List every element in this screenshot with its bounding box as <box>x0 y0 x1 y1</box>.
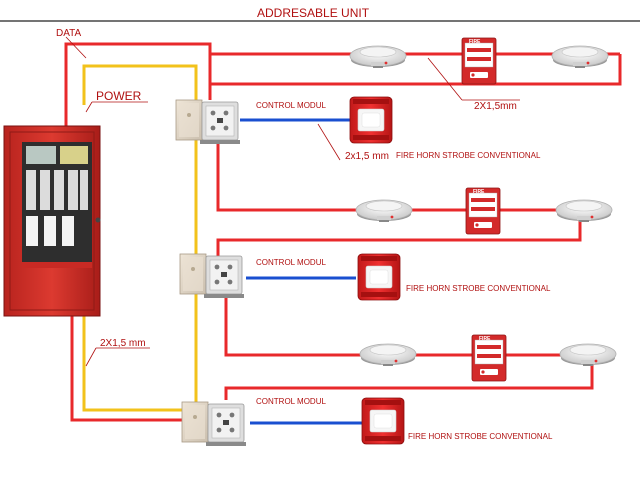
cable-label-top-leader <box>427 57 463 101</box>
cable-label-power: 2X1,5 mm <box>100 338 146 349</box>
smoke-detector-2b <box>555 199 613 223</box>
data-label: DATA <box>56 28 82 39</box>
pull-station-2 <box>465 187 501 235</box>
data-wire-return <box>70 316 182 422</box>
cable-label-module1-leader <box>317 123 341 161</box>
smoke-detector-1b <box>551 45 609 69</box>
power-label-leader <box>85 101 93 113</box>
data-wire-main <box>64 42 620 127</box>
cable-label-top: 2X1,5mm <box>474 101 517 112</box>
control-module-label-2: CONTROL MODUL <box>256 258 326 267</box>
pull-station-1 <box>461 37 497 85</box>
control-module-1 <box>175 99 241 145</box>
power-label: POWER <box>96 89 142 103</box>
control-module-2 <box>179 253 245 299</box>
smoke-detector-1a <box>349 45 407 69</box>
horn-strobe-label-1: FIRE HORN STROBE CONVENTIONAL <box>396 151 541 160</box>
horn-strobe-1 <box>349 96 393 144</box>
control-module-label-1: CONTROL MODUL <box>256 101 326 110</box>
control-module-3 <box>181 401 247 447</box>
horn-strobe-2 <box>357 253 401 301</box>
horn-strobe-label-2: FIRE HORN STROBE CONVENTIONAL <box>406 284 551 293</box>
data-wire-loop-2 <box>216 140 582 258</box>
smoke-detector-2a <box>355 199 413 223</box>
pull-station-3 <box>471 334 507 382</box>
diagram-title: ADDRESABLE UNIT <box>257 6 370 20</box>
fire-alarm-panel <box>3 125 101 317</box>
cable-label-module1: 2x1,5 mm <box>345 151 389 162</box>
smoke-detector-3a <box>359 343 417 367</box>
data-wire-loop-3 <box>224 290 594 400</box>
horn-strobe-3 <box>361 397 405 445</box>
data-wire-loop-1 <box>208 54 622 86</box>
control-module-label-3: CONTROL MODUL <box>256 397 326 406</box>
smoke-detector-3b <box>559 343 617 367</box>
power-wire <box>82 64 198 412</box>
horn-strobe-label-3: FIRE HORN STROBE CONVENTIONAL <box>408 432 553 441</box>
cable-label-power-leader <box>85 347 97 367</box>
data-label-leader <box>65 36 87 59</box>
